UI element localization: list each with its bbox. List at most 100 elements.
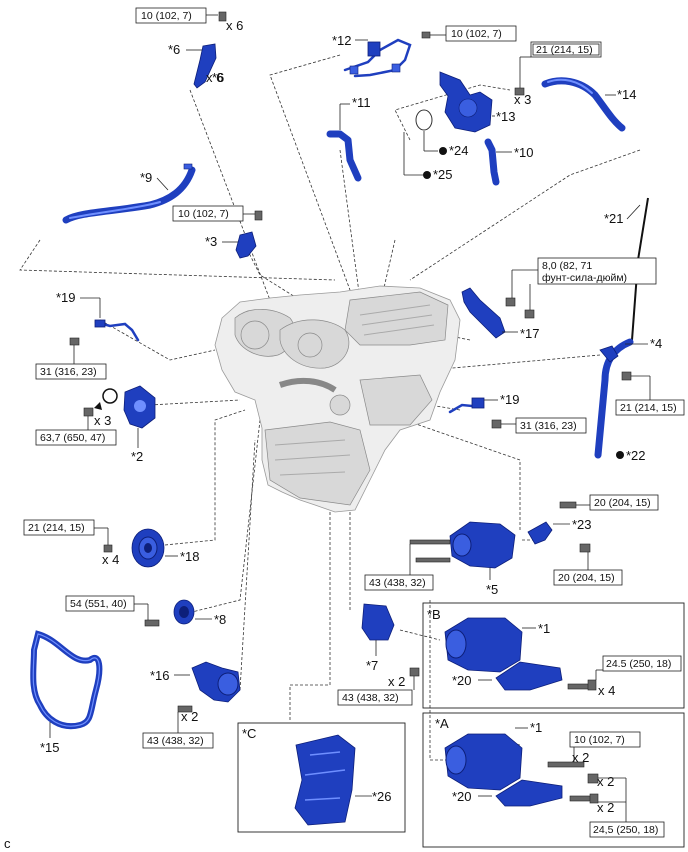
bolt-icon bbox=[505, 297, 516, 307]
label-torques-t-p4: 21 (214, 15) bbox=[620, 402, 677, 414]
label-torques-t-p2: 63,7 (650, 47) bbox=[40, 432, 105, 444]
label-torques-t-p18: 21 (214, 15) bbox=[28, 522, 85, 534]
label-callouts-p18: *18 bbox=[180, 549, 200, 564]
label-sections-C: *C bbox=[242, 726, 256, 741]
dashed-leaders bbox=[19, 54, 641, 761]
label-callouts-p14: *14 bbox=[617, 87, 637, 102]
part-13-pump: 21 (214, 15) x 3 *13 *25 *24 bbox=[403, 41, 602, 182]
label-torques-t-p7: 43 (438, 32) bbox=[342, 692, 399, 704]
label-callouts-p24: *24 bbox=[449, 143, 469, 158]
label-quantities-q18: x 4 bbox=[102, 552, 119, 567]
label-callouts-p6b: *6 bbox=[212, 70, 224, 85]
part-15-belt: *15 bbox=[30, 630, 103, 755]
bullet-icon bbox=[439, 147, 447, 155]
label-quantities-q7: x 2 bbox=[388, 674, 405, 689]
bolt-icon bbox=[569, 795, 593, 802]
bolt-icon bbox=[547, 761, 585, 768]
label-sections-B: *B bbox=[427, 607, 441, 622]
label-callouts-p1a: *1 bbox=[538, 621, 550, 636]
bolt-icon bbox=[83, 407, 94, 417]
part-10-pipe: *10 bbox=[484, 138, 534, 186]
label-callouts-p6a: *6 bbox=[168, 42, 180, 57]
bolt-icon bbox=[514, 87, 525, 96]
label-torques-t-B: 24.5 (250, 18) bbox=[606, 658, 671, 670]
part-19-sensor-left: *19 31 (316, 23) bbox=[35, 290, 140, 380]
label-quantities-q2: x 3 bbox=[94, 413, 111, 428]
bolt-icon bbox=[621, 371, 632, 381]
bolt-icon bbox=[254, 210, 263, 221]
label-callouts-p10: *10 bbox=[514, 145, 534, 160]
bolt-icon bbox=[587, 773, 599, 784]
label-callouts-p17: *17 bbox=[520, 326, 540, 341]
label-torques-t-A1: 10 (102, 7) bbox=[574, 734, 625, 746]
label-callouts-p1b: *1 bbox=[530, 720, 542, 735]
label-torques-t-p19l: 31 (316, 23) bbox=[40, 366, 97, 378]
bolt-icon bbox=[491, 419, 502, 429]
label-callouts-p7: *7 bbox=[366, 658, 378, 673]
label-torques-t-top14: 21 (214, 15) bbox=[536, 44, 593, 56]
label-callouts-p25: *25 bbox=[433, 167, 453, 182]
label-torques-t-p19r: 31 (316, 23) bbox=[520, 420, 577, 432]
part-3-bracket: 10 (102, 7) *3 bbox=[172, 205, 263, 259]
part-8-idler: 54 (551, 40) *8 bbox=[65, 595, 226, 627]
part-2-mount: x 3 63,7 (650, 47) *2 bbox=[35, 385, 156, 464]
bolt-icon bbox=[218, 11, 227, 22]
rotate-direction-icon bbox=[94, 388, 118, 410]
label-callouts-p20a: *20 bbox=[452, 673, 472, 688]
label-callouts-p3: *3 bbox=[205, 234, 217, 249]
label-callouts-p11: *11 bbox=[352, 95, 371, 110]
label-callouts-p16: *16 bbox=[150, 668, 170, 683]
part-11-pipe: *11 bbox=[326, 95, 371, 182]
label-torques-t-p5: 43 (438, 32) bbox=[369, 577, 426, 589]
label-torques-t-p17-line1: 8,0 (82, 71 bbox=[542, 260, 592, 272]
bullet-icon bbox=[616, 451, 624, 459]
bolt-icon bbox=[69, 337, 80, 346]
engine-block bbox=[214, 285, 461, 513]
bolt-icon bbox=[524, 309, 535, 319]
label-quantities-q13: x 3 bbox=[514, 92, 531, 107]
label-quantities-q6b: x 6 bbox=[206, 70, 223, 85]
label-torques-t-A2: 24,5 (250, 18) bbox=[593, 824, 658, 836]
label-torques-t-p3: 10 (102, 7) bbox=[178, 208, 229, 220]
label-quantities-q16: x 2 bbox=[181, 709, 198, 724]
bolt-icon bbox=[409, 667, 420, 677]
bolt-icon bbox=[144, 619, 160, 627]
label-torques-t-p17-line2: фунт-сила-дюйм) bbox=[542, 272, 627, 284]
label-callouts-p15: *15 bbox=[40, 740, 60, 755]
bolt-icon bbox=[103, 544, 113, 553]
label-callouts-p19a: *19 bbox=[56, 290, 76, 305]
figure-code: c bbox=[4, 836, 11, 851]
label-torques-t-top12: 10 (102, 7) bbox=[451, 28, 502, 40]
bolt-icon bbox=[415, 557, 451, 563]
label-callouts-p26: *26 bbox=[372, 789, 392, 804]
section-a-frame: *A *1 *20 10 (102, 7) x 2 x 2 x 2 24,5 (… bbox=[422, 712, 685, 848]
label-torques-t-top6: 10 (102, 7) bbox=[141, 10, 192, 22]
label-callouts-p5: *5 bbox=[486, 582, 498, 597]
bolt-icon bbox=[587, 679, 597, 691]
label-callouts-p4: *4 bbox=[650, 336, 662, 351]
label-callouts-p12: *12 bbox=[332, 33, 352, 48]
label-callouts-p20b: *20 bbox=[452, 789, 472, 804]
label-callouts-p22: *22 bbox=[626, 448, 646, 463]
part-5-compressor: 43 (438, 32) *5 bbox=[364, 521, 516, 597]
part-12-harness: *12 10 (102, 7) bbox=[332, 25, 517, 78]
bolt-icon bbox=[589, 793, 599, 804]
label-callouts-p19b: *19 bbox=[500, 392, 520, 407]
label-callouts-p2: *2 bbox=[131, 449, 143, 464]
label-callouts-p21: *21 bbox=[604, 211, 624, 226]
label-callouts-p9: *9 bbox=[140, 170, 152, 185]
bolt-icon bbox=[567, 683, 591, 690]
part-16-tensioner: *16 x 2 43 (438, 32) bbox=[142, 661, 241, 749]
bolt-icon bbox=[559, 501, 577, 509]
label-torques-t-p16: 43 (438, 32) bbox=[147, 735, 204, 747]
label-quantities-qA3: x 2 bbox=[597, 800, 614, 815]
label-sections-A: *A bbox=[435, 716, 449, 731]
part-18-pulley: 21 (214, 15) x 4 *18 bbox=[23, 519, 200, 568]
part-7-bracket: *7 x 2 43 (438, 32) bbox=[337, 603, 420, 706]
part-23-bracket: 20 (204, 15) *23 20 (204, 15) bbox=[527, 494, 659, 586]
bolt-icon bbox=[409, 539, 451, 545]
label-callouts-p13: *13 bbox=[496, 109, 516, 124]
label-callouts-p23: *23 bbox=[572, 517, 592, 532]
bolt-icon bbox=[177, 705, 193, 713]
bolt-icon bbox=[421, 31, 431, 39]
